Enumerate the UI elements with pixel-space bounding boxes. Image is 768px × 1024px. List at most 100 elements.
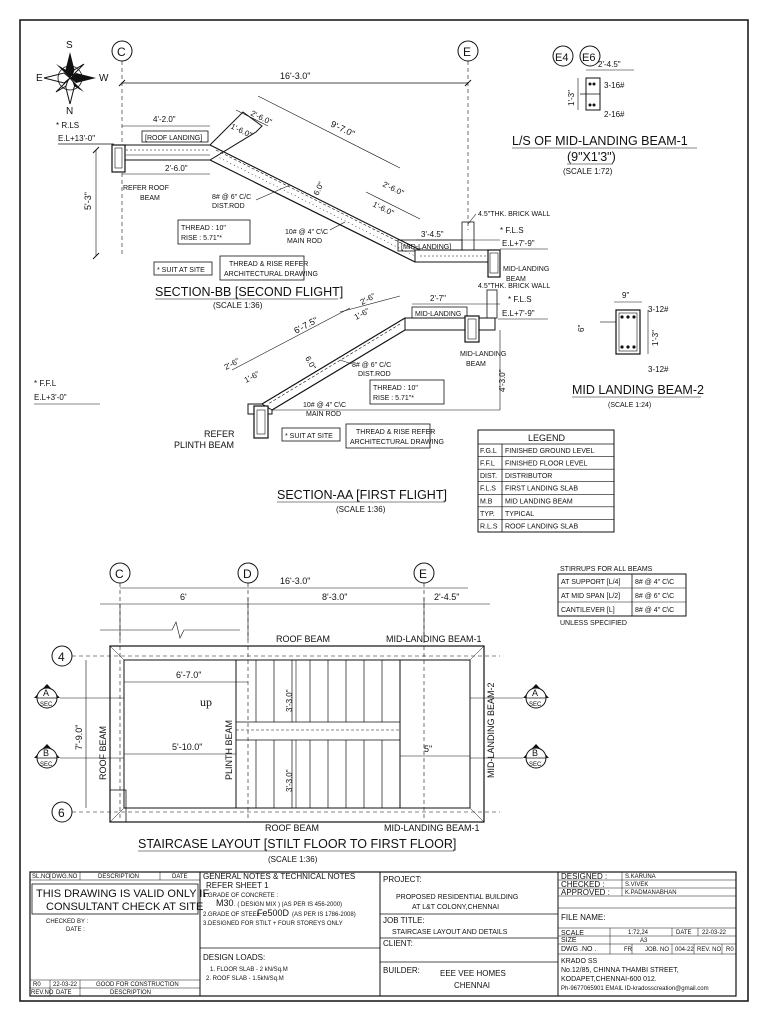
aa-mid-beam-1: MID-LANDING [460, 351, 506, 358]
designed-label: DESIGNED : [561, 872, 607, 881]
aa-mid-beam-2: BEAM [466, 361, 486, 368]
job-title: STAIRCASE LAYOUT AND DETAILS [392, 929, 508, 936]
aa-tread: THREAD : 10" [373, 385, 418, 392]
b2-dim-h: 1'-3" [651, 330, 660, 346]
bb-brick-wall: 4.5"THK. BRICK WALL [478, 211, 550, 218]
aa-main-rod-1: 10# @ 4" C\C [303, 402, 346, 409]
notes-title: GENERAL NOTES & TECHNICAL NOTES [203, 872, 355, 881]
mid-landing-beam-1-detail: E4 E6 2'-4.5" 1'-3" 3-16# 2-16# L/S OF M… [512, 45, 697, 176]
aa-fls: * F.L.S [508, 295, 532, 304]
aa-dim-60: 6.0" [303, 355, 318, 372]
date-value: 22-03-22 [702, 930, 727, 936]
bb-dim-97: 9'-7.0" [329, 119, 356, 139]
file-name-label: FILE NAME: [561, 913, 605, 922]
aa-rise: RISE : 5.71"* [373, 395, 414, 402]
bb-roof-landing-label: [ROOF LANDING] [145, 135, 202, 142]
bb-mid-landing-label: [MID-LANDING] [401, 244, 451, 251]
aa-dim-26-low: 2'-6" [223, 356, 241, 372]
firm-address-1: No.12/85, CHINNA THAMBI STREET, [561, 967, 679, 974]
scale-value: 1:72,24 [628, 930, 649, 936]
aa-mid-landing-label: MID-LANDING [415, 311, 461, 318]
legend-desc: TYPICAL [505, 511, 534, 518]
bb-overall-dim: 16'-3.0" [280, 71, 310, 81]
load-2: 2. ROOF SLAB - 1.5kN/Sq.M [206, 976, 284, 982]
grid-c-plan: C [115, 567, 124, 581]
plan-roof-beam-top: ROOF BEAM [276, 634, 330, 644]
rev-foot-date: DATE [56, 990, 72, 996]
legend-desc: ROOF LANDING SLAB [505, 523, 578, 530]
stirrup-spacing: 8# @ 4" C\C [635, 579, 674, 586]
legend-desc: FINISHED GROUND LEVEL [505, 448, 595, 455]
rev-hdr-dwgno: DWG.NO [52, 874, 78, 880]
b2-title: MID LANDING BEAM-2 [572, 383, 704, 397]
bb-mid-landing-dim: 3'-4.5" [421, 230, 444, 239]
loads-title: DESIGN LOADS: [203, 953, 265, 962]
b1-bot-bars: 2-16# [604, 110, 625, 119]
checked-by: S.VIVEK [625, 882, 648, 888]
grid-bubble-e-top: E [457, 40, 479, 230]
bb-roof-landing-span: 4'-2.0" [153, 115, 176, 124]
bb-mid-beam-1: MID-LANDING [503, 266, 549, 273]
bb-dist-rod-2: DIST.ROD [212, 203, 245, 210]
aa-dim-75: 6'-7.5" [292, 315, 319, 336]
b2-dim-w: 9" [622, 291, 629, 300]
grid-4-plan: 4 [58, 650, 65, 664]
title-block: SL.NO DWG.NO DESCRIPTION DATE THIS DRAWI… [29, 871, 737, 997]
job-title-label: JOB TITLE: [383, 916, 425, 925]
dwg-fr: FR [624, 947, 633, 953]
section-aa: 4.5"THK. BRICK WALL * F.L.S E.L+7'-9" 2'… [34, 283, 550, 514]
checked-by-label: CHECKED BY : [46, 919, 89, 925]
note-1: 1.GRADE OF CONCRETE : [203, 893, 278, 899]
plan-title: STAIRCASE LAYOUT [STILT FLOOR TO FIRST F… [138, 837, 456, 851]
svg-text:SEC: SEC [40, 762, 53, 768]
compass-n-label: N [66, 106, 73, 117]
compass-s-label: S [66, 40, 73, 51]
plan-dim-33b: 3'-3.0" [285, 769, 294, 792]
rev-row-desc: GOOD FOR CONSTRUCTION [96, 982, 179, 988]
date-label: DATE : [66, 927, 85, 933]
client-label: CLIENT: [383, 939, 413, 948]
aa-dim-16-top: 1'-6" [353, 306, 371, 322]
svg-text:A: A [532, 688, 538, 698]
plan-dim-245: 2'-4.5" [434, 592, 459, 602]
rev-hdr-date: DATE [172, 874, 188, 880]
note-concrete: M30 [216, 898, 234, 908]
compass-e-label: E [36, 73, 43, 84]
plan-dim-33a: 3'-3.0" [285, 689, 294, 712]
svg-text:B: B [43, 748, 49, 758]
plan-scale: (SCALE 1:36) [268, 855, 318, 864]
aa-brick-wall: 4.5"THK. BRICK WALL [478, 283, 550, 290]
legend-desc: MID LANDING BEAM [505, 498, 573, 505]
bb-el-top: E.L+13'-0" [58, 134, 95, 143]
b1-size: (9"X1'3") [567, 150, 616, 164]
rev-row-no: R0 [33, 982, 41, 988]
section-marker-a-right: A SEC [523, 684, 549, 709]
svg-text:SEC: SEC [529, 702, 542, 708]
bb-refer-roof-1: REFER ROOF [123, 185, 169, 192]
staircase-layout-plan: C D E 16'-3.0" 6' 8'-3.0" 2'-4.5" 4 6 [34, 562, 549, 864]
b1-dim-h: 1'-3" [567, 90, 576, 106]
aa-refer-arch-2: ARCHITECTURAL DRAWING [350, 439, 444, 446]
legend-abbr: M.B [480, 498, 493, 505]
stirrup-spacing: 8# @ 6" C\C [635, 593, 674, 600]
dwg-no-label: DWG .NO . [561, 946, 596, 953]
compass-w-label: W [99, 73, 109, 84]
plan-overall-dim: 16'-3.0" [280, 576, 310, 586]
grid-e6-label: E6 [582, 52, 595, 64]
section-marker-a-left: A SEC [34, 684, 60, 709]
plan-dim-83: 8'-3.0" [322, 592, 347, 602]
checked-label: CHECKED : [561, 880, 605, 889]
grid-e-plan: E [419, 567, 427, 581]
bb-tread: THREAD : 10" [181, 225, 226, 232]
firm-name: KRADO SS [561, 958, 598, 965]
aa-dist-rod-1: 8# @ 6" C/C [352, 362, 391, 369]
legend-title: LEGEND [528, 433, 566, 443]
project-label: PROJECT: [383, 875, 422, 884]
bb-refer-arch-2: ARCHITECTURAL DRAWING [224, 271, 318, 278]
approved-label: APPROVED : [561, 888, 610, 897]
rev-hdr-desc: DESCRIPTION [98, 874, 139, 880]
stirrup-location: AT SUPPORT [L/4] [561, 579, 620, 586]
firm-address-2: KODAPET,CHENNAI-600 012. [561, 976, 657, 983]
